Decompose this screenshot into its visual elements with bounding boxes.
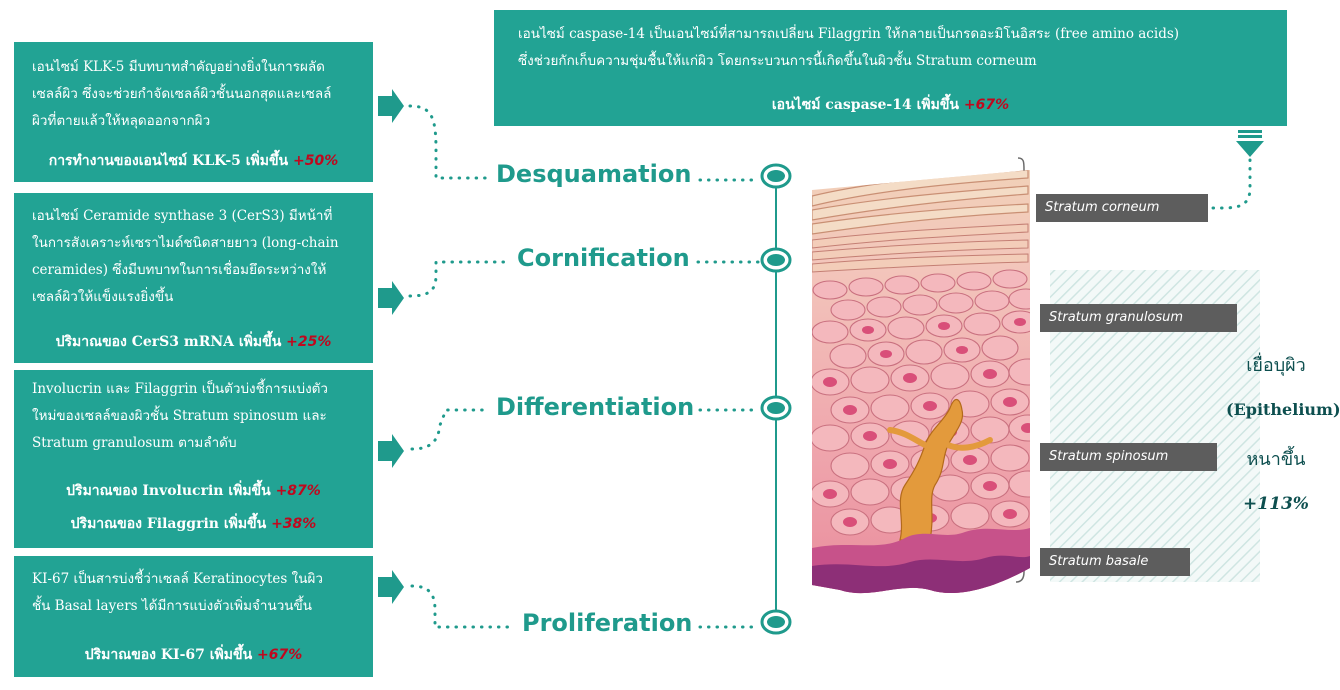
klk5-line-1: เอนไซม์ KLK-5 มีบทบาทสำคัญอย่างยิ่งในการ… [32,59,325,75]
caspase14-stat-percent: +67% [963,97,1010,113]
cers3-line-3: ceramides) ซึ่งมีบทบาทในการเชื่อมยึดระหว… [32,262,327,278]
timeline-node-cornification [760,247,792,273]
stage-cornification: Cornification [517,244,690,272]
epithelium-line-2: (Epithelium) [1226,400,1340,419]
stage-desquamation: Desquamation [496,160,692,188]
klk5-line-2: เซลล์ผิว ซึ่งจะช่วยกำจัดเซลล์ผิวชั้นนอกส… [32,86,332,102]
involucrin-description: Involucrin และ Filaggrin เป็นตัวบ่งชี้กา… [32,376,328,457]
klk5-description: เอนไซม์ KLK-5 มีบทบาทสำคัญอย่างยิ่งในการ… [32,54,331,135]
caspase14-box: เอนไซม์ caspase-14 เป็นเอนไซม์ที่สามารถเ… [494,10,1287,126]
stage-proliferation: Proliferation [522,609,693,637]
klk5-stat: การทำงานของเอนไซม์ KLK-5 เพิ่มขึ้น +50% [14,150,373,172]
layer-label-stratum-granulosum: Stratum granulosum [1040,304,1237,332]
filaggrin-stat: ปริมาณของ Filaggrin เพิ่มขึ้น +38% [14,513,373,535]
cers3-stat-label: ปริมาณของ CerS3 mRNA เพิ่มขึ้น [55,334,282,350]
caspase14-description: เอนไซม์ caspase-14 เป็นเอนไซม์ที่สามารถเ… [518,21,1179,75]
ki67-stat-percent: +67% [257,647,303,663]
involucrin-line-1: Involucrin และ Filaggrin เป็นตัวบ่งชี้กา… [32,381,329,397]
filaggrin-stat-percent: +38% [271,516,317,532]
ki67-box: KI-67 เป็นสารบ่งชี้ว่าเซลล์ Keratinocyte… [14,556,373,677]
box-arrowheads [378,89,404,604]
involucrin-box: Involucrin และ Filaggrin เป็นตัวบ่งชี้กา… [14,370,373,548]
epithelium-percent: +113% [1243,494,1309,514]
timeline-node-differentiation [760,395,792,421]
klk5-stat-percent: +50% [293,153,339,169]
involucrin-stat-label: ปริมาณของ Involucrin เพิ่มขึ้น [66,483,271,499]
ki67-stat: ปริมาณของ KI-67 เพิ่มขึ้น +67% [14,644,373,666]
cers3-line-2: ในการสังเคราะห์เซราไมด์ชนิดสายยาว (long-… [32,235,339,251]
stage-differentiation: Differentiation [496,393,695,421]
involucrin-line-2: ใหม่ของเซลล์ของผิวชั้น Stratum spinosum … [32,408,327,424]
timeline-node-desquamation [760,163,792,189]
down-arrow-icon [1236,130,1264,157]
cers3-stat-percent: +25% [286,334,332,350]
klk5-line-3: ผิวที่ตายแล้วให้หลุดออกจากผิว [32,113,211,129]
cers3-stat: ปริมาณของ CerS3 mRNA เพิ่มขึ้น +25% [14,331,373,353]
caspase14-line-1: เอนไซม์ caspase-14 เป็นเอนไซม์ที่สามารถเ… [518,26,1180,42]
timeline-node-proliferation [760,609,792,635]
klk5-box: เอนไซม์ KLK-5 มีบทบาทสำคัญอย่างยิ่งในการ… [14,42,373,182]
caspase14-stat: เอนไซม์ caspase-14 เพิ่มขึ้น +67% [494,94,1287,116]
epithelium-line-3: หนาขึ้น [1246,449,1306,470]
cers3-box: เอนไซม์ Ceramide synthase 3 (CerS3) มีหน… [14,193,373,363]
layer-label-stratum-spinosum: Stratum spinosum [1040,443,1217,471]
filaggrin-stat-label: ปริมาณของ Filaggrin เพิ่มขึ้น [70,516,267,532]
stage-connectors [408,104,1252,629]
ki67-line-1: KI-67 เป็นสารบ่งชี้ว่าเซลล์ Keratinocyte… [32,571,323,587]
ki67-line-2: ชั้น Basal layers ได้มีการแบ่งตัวเพิ่มจำ… [32,598,312,614]
cers3-line-1: เอนไซม์ Ceramide synthase 3 (CerS3) มีหน… [32,208,333,224]
klk5-stat-label: การทำงานของเอนไซม์ KLK-5 เพิ่มขึ้น [48,153,289,169]
epithelium-line-1: เยื่อบุผิว [1246,355,1306,376]
caspase14-stat-label: เอนไซม์ caspase-14 เพิ่มขึ้น [771,97,959,113]
layer-label-stratum-corneum: Stratum corneum [1036,194,1208,222]
cers3-line-4: เซลล์ผิวให้แข็งแรงยิ่งขึ้น [32,289,174,305]
involucrin-stat-percent: +87% [275,483,321,499]
layer-label-stratum-basale: Stratum basale [1040,548,1190,576]
involucrin-stat: ปริมาณของ Involucrin เพิ่มขึ้น +87% [14,480,373,502]
involucrin-line-3: Stratum granulosum ตามลำดับ [32,435,237,451]
skin-illustration [812,170,1030,594]
caspase14-line-2: ซึ่งช่วยกักเก็บความชุ่มชื้นให้แก่ผิว โดย… [518,53,1037,69]
ki67-description: KI-67 เป็นสารบ่งชี้ว่าเซลล์ Keratinocyte… [32,566,323,620]
cers3-description: เอนไซม์ Ceramide synthase 3 (CerS3) มีหน… [32,203,339,311]
ki67-stat-label: ปริมาณของ KI-67 เพิ่มขึ้น [84,647,253,663]
